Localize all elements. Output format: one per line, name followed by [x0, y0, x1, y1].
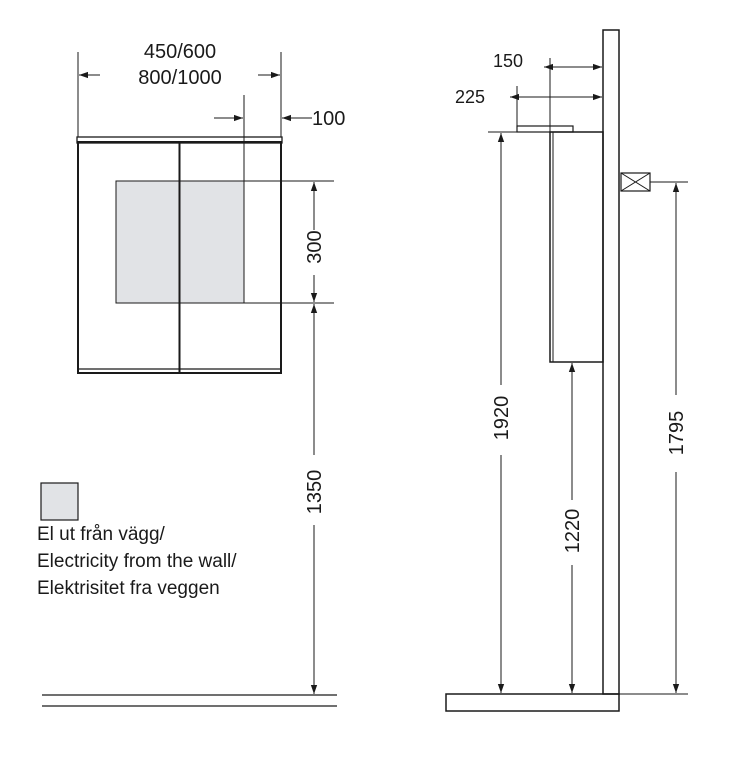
- junction-height-label: 1795: [666, 411, 688, 456]
- floor-base: [445, 693, 620, 712]
- bottom-height-label: 1220: [562, 509, 584, 554]
- legend-line-norwegian: Elektrisitet fra veggen: [37, 578, 220, 599]
- width-label-line2: 800/1000: [138, 67, 221, 89]
- junction-box-cross-b: [620, 172, 651, 192]
- legend-swatch: [40, 482, 79, 521]
- wall: [602, 29, 620, 695]
- socket-height-label: 300: [304, 230, 326, 263]
- cabinet-top-plate: [516, 125, 574, 133]
- depth-label-a: 150: [493, 51, 523, 71]
- cabinet-side-profile: [549, 131, 604, 363]
- legend-line-swedish: El ut från vägg/: [37, 524, 165, 545]
- legend-text: El ut från vägg/ Electricity from the wa…: [37, 521, 237, 602]
- depth-label-b: 225: [455, 87, 485, 107]
- front-view: 450/600 800/1000 100 300 1350: [40, 41, 345, 707]
- mount-height-label: 1350: [304, 470, 326, 515]
- legend-line-english: Electricity from the wall/: [37, 551, 237, 572]
- top-height-label: 1920: [491, 396, 513, 441]
- side-view: 150 225 1920 1220 1795: [445, 29, 688, 712]
- offset-label: 100: [312, 108, 345, 130]
- width-label-line1: 450/600: [144, 41, 216, 63]
